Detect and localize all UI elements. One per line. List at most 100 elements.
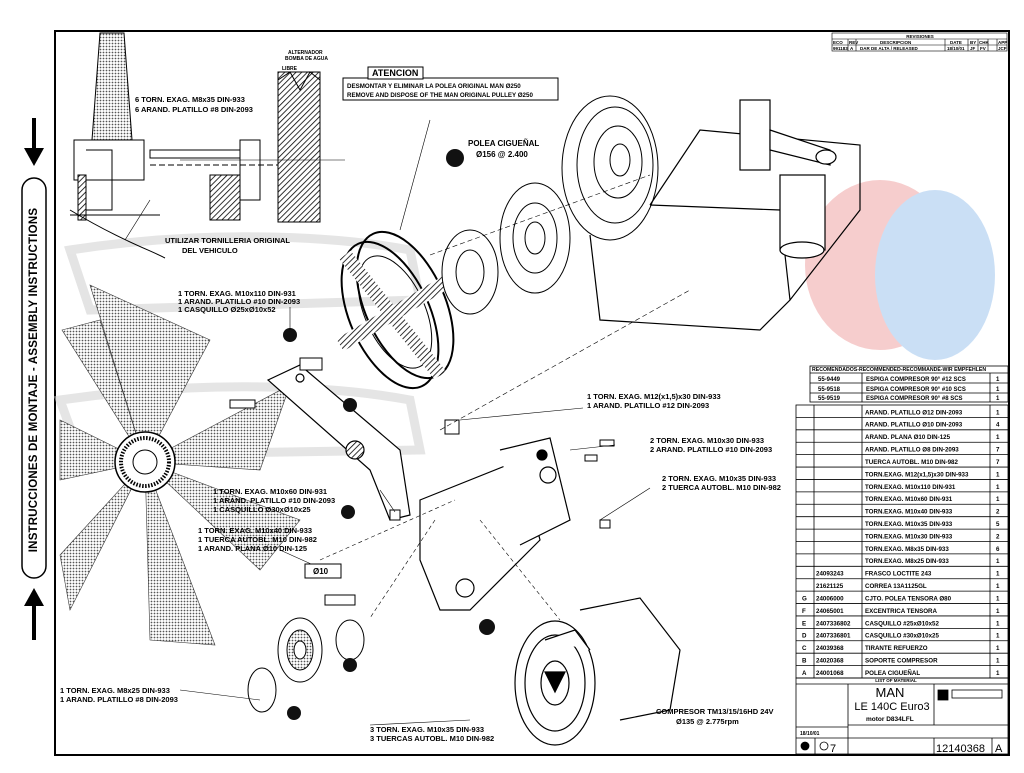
hub-parts	[441, 182, 571, 315]
revisions-table	[831, 32, 1008, 52]
label-left-upper-1: 1 TORN. EXAG. M10x110 DIN-931	[178, 289, 296, 298]
parts-desc-4: TUERCA AUTOBL. M10 DIN-982	[865, 459, 958, 466]
watermark-blue-shape	[875, 190, 995, 360]
label-compresor-1: COMPRESOR TM13/15/16HD 24V	[656, 707, 774, 716]
down-arrow-icon	[24, 118, 44, 166]
parts-qty-17: 1	[996, 620, 1000, 627]
parts-letter-15: G	[802, 595, 807, 602]
recommended-table	[809, 365, 1009, 403]
parts-code-13: 24093243	[816, 571, 844, 578]
title-make: MAN	[876, 685, 905, 700]
detail-view	[69, 32, 321, 259]
label-bottom-center-2: 3 TUERCAS AUTOBL. M10 DIN-982	[370, 734, 494, 743]
parts-list-text: ARAND. PLATILLO Ø12 DIN-2093 1 ARAND. PLAT…	[802, 409, 1000, 677]
parts-code-21: 24001068	[816, 670, 844, 677]
callout-markers	[283, 149, 495, 720]
label-bomba-agua: BOMBA DE AGUA	[285, 56, 328, 62]
parts-desc-16: EXCENTRICA TENSORA	[865, 608, 937, 615]
rec-desc-1: ESPIGA COMPRESOR 90° #10 SCS	[866, 387, 966, 393]
parts-qty-4: 7	[996, 459, 1000, 466]
parts-qty-10: 2	[996, 533, 1000, 540]
parts-desc-6: TORN.EXAG. M10x110 DIN-931	[865, 484, 956, 491]
label-left-bottom-2: 1 ARAND. PLATILLO #8 DIN-2093	[60, 695, 178, 704]
engine-pulley	[561, 95, 659, 241]
label-tornilleria-1: UTILIZAR TORNILLERIA ORIGINAL	[165, 236, 290, 245]
parts-desc-15: CJTO. POLEA TENSORA Ø80	[865, 595, 952, 602]
rev-by: JF	[970, 46, 976, 51]
label-polea-2: Ø156 @ 2.400	[476, 150, 528, 159]
title-block-text: LIST OF MATERIAL MAN LE 140C Euro3 motor…	[800, 678, 1003, 755]
revisions-text: REVISIONES ECO REV DESCRIPCION DATE BY C…	[833, 34, 1007, 51]
parts-desc-20: SOPORTE COMPRESOR	[865, 657, 938, 664]
watermark	[53, 180, 995, 460]
tension-pulley	[247, 617, 365, 713]
parts-desc-0: ARAND. PLATILLO Ø12 DIN-2093	[865, 409, 963, 416]
parts-qty-7: 1	[996, 496, 1000, 503]
atencion-title-box	[367, 66, 424, 80]
atencion-line-1: DESMONTAR Y ELIMINAR LA POLEA ORIGINAL M…	[347, 83, 521, 90]
label-left-low-3: 1 ARAND. PLANA Ø10 DIN-125	[198, 544, 307, 553]
parts-desc-8: TORN.EXAG. M10x40 DIN-933	[865, 509, 953, 516]
rec-code-0: 55-9449	[818, 377, 841, 383]
parts-letter-17: E	[802, 620, 806, 627]
rev-app: JCF	[998, 46, 1007, 51]
atencion-title: ATENCION	[372, 68, 418, 78]
original-pulley-removed	[336, 230, 455, 390]
label-m10x30-1: 2 TORN. EXAG. M10x30 DIN-933	[650, 436, 764, 445]
parts-desc-14: CORREA 13A1125GL	[865, 583, 927, 590]
label-m12-1: 1 TORN. EXAG. M12(x1,5)x30 DIN-933	[587, 392, 721, 401]
label-left-mid-2: 1 ARAND. PLATILLO #10 DIN-2093	[213, 496, 335, 505]
rec-desc-0: ESPIGA COMPRESOR 90° #12 SCS	[866, 377, 966, 383]
label-libre: LIBRE	[282, 66, 298, 72]
sidebar-frame	[21, 177, 47, 579]
label-left-low-1: 1 TORN. EXAG. M10x40 DIN-933	[198, 526, 312, 535]
fan-hub	[114, 431, 176, 493]
parts-desc-19: TIRANTE REFUERZO	[865, 645, 928, 652]
parts-desc-2: ARAND. PLANA Ø10 DIN-125	[865, 434, 951, 441]
rec-qty-2: 1	[996, 396, 1000, 402]
revisions-title: REVISIONES	[906, 34, 934, 39]
parts-qty-18: 1	[996, 633, 1000, 640]
parts-desc-18: CASQUILLO #30xØ10x25	[865, 633, 939, 640]
label-compresor-2: Ø135 @ 2.775rpm	[676, 717, 739, 726]
parts-letter-21: A	[802, 670, 807, 677]
label-tornilleria-2: DEL VEHICULO	[182, 246, 238, 255]
rev-rev: A	[850, 46, 854, 51]
compressor-bracket	[419, 437, 571, 611]
rec-desc-2: ESPIGA COMPRESOR 90° #8 SCS	[866, 396, 963, 402]
sidebar-instructions-text: INSTRUCCIONES DE MONTAJE - ASSEMBLY INST…	[28, 207, 40, 553]
label-polea-1: POLEA CIGUEÑAL	[468, 139, 539, 148]
label-left-upper-3: 1 CASQUILLO Ø25xØ10x52	[178, 305, 276, 314]
parts-letter-16: F	[802, 608, 806, 615]
sidebar-instructions: INSTRUCCIONES DE MONTAJE - ASSEMBLY INST…	[14, 170, 54, 590]
label-left-mid-3: 1 CASQUILLO Ø30xØ10x25	[213, 505, 311, 514]
diagram-labels: ALTERNADOR BOMBA DE AGUA LIBRE 6 TORN. E…	[60, 50, 781, 743]
label-left-mid-1: 1 TORN. EXAG. M10x60 DIN-931	[213, 487, 327, 496]
parts-desc-1: ARAND. PLATILLO Ø10 DIN-2093	[865, 422, 963, 429]
parts-desc-10: TORN.EXAG. M10x30 DIN-933	[865, 533, 953, 540]
title-model: LE 140C Euro3	[854, 701, 929, 713]
label-alternador: ALTERNADOR	[288, 50, 323, 56]
parts-code-17: 2407336802	[816, 620, 851, 627]
rev-h-chk: CHK	[979, 40, 989, 45]
rev-h-eco: ECO	[833, 40, 843, 45]
rev-h-date: DATE	[950, 40, 962, 45]
rev-h-desc: DESCRIPCION	[880, 40, 911, 45]
title-sheet: 7	[830, 743, 836, 755]
label-m10x30-2: 2 ARAND. PLATILLO #10 DIN-2093	[650, 445, 772, 454]
parts-code-14: 21621125	[816, 583, 844, 590]
parts-qty-1: 4	[996, 422, 1000, 429]
parts-qty-6: 1	[996, 484, 1000, 491]
parts-desc-17: CASQUILLO #25xØ10x52	[865, 620, 939, 627]
title-drawing-number: 12140368	[936, 743, 985, 755]
parts-qty-20: 1	[996, 657, 1000, 664]
rev-h-rev: REV	[849, 40, 858, 45]
label-m10x35-1: 2 TORN. EXAG. M10x35 DIN-933	[662, 474, 776, 483]
parts-desc-9: TORN.EXAG. M10x35 DIN-933	[865, 521, 953, 528]
label-left-low-2: 1 TUERCA AUTOBL. M10 DIN-982	[198, 535, 317, 544]
parts-desc-12: TORN.EXAG. M8x25 DIN-933	[865, 558, 949, 565]
parts-letter-19: C	[802, 645, 807, 652]
rev-eco: 991183	[833, 46, 848, 51]
parts-desc-3: ARAND. PLATILLO Ø8 DIN-2093	[865, 447, 959, 454]
recommended-header: RECOMENDADOS-RECOMMENDED-RECOMMANDÉ-WIR …	[812, 365, 986, 373]
